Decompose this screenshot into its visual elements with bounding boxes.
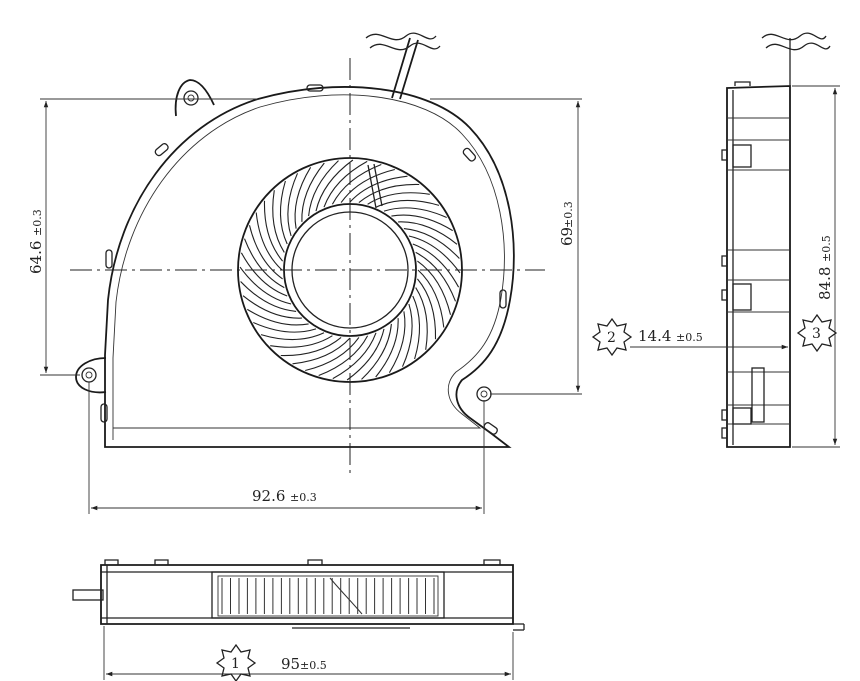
front-view bbox=[70, 32, 545, 478]
impeller-blade bbox=[383, 207, 447, 219]
impeller-blade bbox=[416, 278, 437, 340]
impeller-blade bbox=[417, 260, 452, 315]
mount-hole-top bbox=[183, 90, 199, 106]
impeller-blade bbox=[403, 228, 460, 259]
impeller-blade bbox=[263, 200, 284, 262]
svg-text:2: 2 bbox=[607, 330, 616, 346]
impeller-blade bbox=[349, 175, 408, 203]
dim-width-bottom-tolerance: ±0.5 bbox=[300, 659, 327, 672]
inner-cable bbox=[367, 163, 383, 209]
impeller-blade bbox=[417, 269, 445, 328]
svg-text:1: 1 bbox=[231, 656, 240, 672]
dim-thickness-tolerance: ±0.5 bbox=[676, 331, 703, 344]
dim-width-bottom-value: 95 bbox=[281, 655, 300, 673]
side-view bbox=[721, 32, 831, 448]
mount-hole-right bbox=[476, 386, 492, 402]
dim-depth-side-tolerance: ±0.5 bbox=[820, 235, 833, 262]
callout-2: 2 bbox=[591, 317, 633, 357]
impeller-blade bbox=[280, 336, 342, 357]
dim-depth-side-value: 84.8 bbox=[816, 267, 834, 300]
impeller-blade bbox=[361, 323, 392, 380]
side-tab-3 bbox=[751, 367, 765, 423]
impeller-blade bbox=[240, 252, 288, 297]
impeller-blade bbox=[315, 159, 354, 212]
mount-hole-left bbox=[81, 367, 97, 383]
fan-fins bbox=[221, 577, 435, 615]
fin-curve bbox=[329, 577, 363, 615]
mount-ear-top bbox=[174, 79, 215, 117]
impeller-blade bbox=[408, 235, 461, 274]
side-cable-break bbox=[761, 32, 831, 51]
fin-window bbox=[211, 571, 445, 619]
impeller-blade bbox=[287, 173, 299, 237]
impeller-blade bbox=[401, 303, 413, 367]
impeller-blade bbox=[247, 308, 309, 326]
impeller-blade bbox=[340, 168, 395, 203]
impeller-blade bbox=[242, 295, 302, 319]
impeller-blade bbox=[255, 212, 283, 271]
impeller-blade bbox=[248, 225, 283, 280]
side-tab-1 bbox=[732, 144, 752, 168]
side-tab-4 bbox=[732, 407, 752, 425]
impeller-blade bbox=[415, 251, 457, 302]
side-body bbox=[726, 85, 791, 448]
impeller-blade bbox=[305, 337, 360, 372]
mount-hole-top-inner bbox=[187, 94, 195, 102]
impeller-blade bbox=[398, 221, 458, 245]
dim-height-right-tolerance: ±0.3 bbox=[562, 201, 575, 228]
bottom-view bbox=[72, 559, 525, 631]
side-tab-2 bbox=[732, 283, 752, 311]
impeller-blade bbox=[270, 335, 333, 348]
impeller-blade bbox=[346, 328, 385, 381]
impeller-blade bbox=[375, 318, 399, 378]
impeller-blade bbox=[367, 192, 430, 205]
callout-3: 3 bbox=[796, 313, 838, 353]
impeller-blade bbox=[260, 332, 325, 341]
impeller-blade bbox=[240, 281, 297, 312]
impeller-blade bbox=[375, 199, 440, 208]
impeller-blades bbox=[239, 159, 461, 381]
dim-height-right-value: 69 bbox=[558, 227, 576, 246]
housing-outline bbox=[104, 86, 515, 448]
mount-hole-left-inner bbox=[85, 371, 93, 379]
impeller-blade bbox=[388, 311, 406, 373]
impeller-blade bbox=[279, 180, 288, 245]
front-view-dimensions: 64.6 ±0.3 69 ±0.3 92.6 ±0.3 bbox=[27, 98, 582, 514]
impeller-blade bbox=[412, 243, 460, 288]
dim-width-front-value: 92.6 bbox=[252, 487, 285, 505]
impeller-blade bbox=[318, 335, 369, 377]
impeller-blade bbox=[323, 160, 368, 208]
clip-slots bbox=[100, 84, 507, 435]
impeller-blade bbox=[294, 167, 312, 229]
mount-ear-left bbox=[75, 357, 107, 394]
impeller-blade bbox=[243, 238, 285, 289]
bottom-connector bbox=[72, 589, 104, 601]
mount-hole-right-inner bbox=[480, 390, 488, 398]
impeller-blade bbox=[292, 337, 351, 365]
callout-1: 1 bbox=[215, 643, 257, 681]
impeller-blade bbox=[415, 287, 428, 350]
side-view-dimensions: 84.8 ±0.5 14.4 ±0.5 2 3 bbox=[591, 85, 840, 448]
impeller-blade bbox=[308, 160, 339, 217]
impeller-blade bbox=[253, 321, 317, 333]
dim-height-left-tolerance: ±0.3 bbox=[31, 209, 44, 236]
impeller-blade bbox=[358, 183, 420, 204]
impeller-blade bbox=[272, 190, 285, 253]
svg-text:3: 3 bbox=[812, 326, 821, 342]
impeller-blade bbox=[301, 162, 325, 222]
cable-top bbox=[391, 37, 419, 100]
housing-inner-wall bbox=[112, 94, 505, 440]
dim-width-front-tolerance: ±0.3 bbox=[290, 491, 317, 504]
impeller-blade bbox=[391, 214, 453, 232]
dim-height-left-value: 64.6 bbox=[27, 241, 45, 274]
impeller-blade bbox=[332, 332, 377, 380]
impeller-blade bbox=[412, 295, 421, 360]
dim-thickness-value: 14.4 bbox=[638, 327, 671, 345]
cable-break bbox=[365, 32, 441, 51]
bottom-view-dimensions: 95 ±0.5 1 bbox=[103, 626, 514, 681]
impeller-blade bbox=[239, 266, 292, 305]
